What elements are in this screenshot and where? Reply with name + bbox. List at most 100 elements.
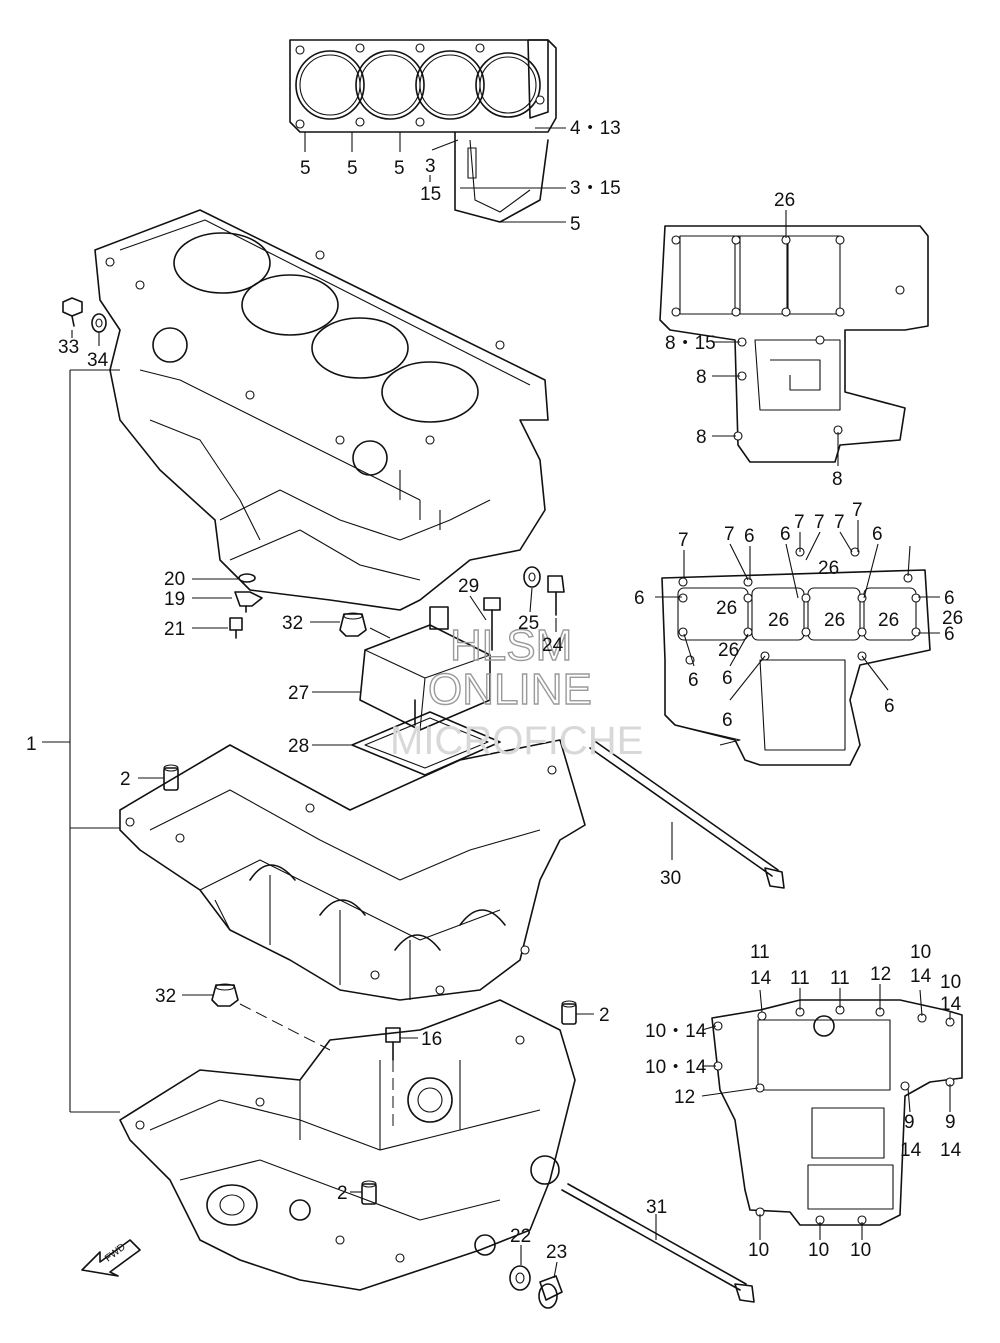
callout-7: 7: [834, 512, 845, 533]
watermark: HLSM ONLINE MICROFICHE: [390, 620, 643, 763]
callout-24: 24: [542, 635, 564, 656]
callout-21: 21: [164, 619, 185, 640]
callout-7: 7: [678, 530, 689, 551]
bolt-29: [483, 597, 501, 651]
cylinder-head-gasket-top: [289, 39, 557, 223]
callout-14: 14: [940, 1140, 962, 1161]
upper-crankcase: [94, 209, 549, 611]
bolt-21: [229, 617, 243, 639]
lower-crankcase: [119, 999, 576, 1291]
callout-26: 26: [942, 608, 963, 629]
watermark-line3: MICROFICHE: [390, 719, 643, 763]
callout-20: 20: [164, 569, 185, 590]
callout-5: 5: [300, 158, 311, 179]
callout-10-14: 10・14: [645, 1057, 707, 1078]
callout-7: 7: [794, 512, 805, 533]
callout-26: 26: [824, 610, 845, 631]
part-19: [234, 591, 263, 613]
callout-23: 23: [546, 1242, 567, 1263]
callout-32: 32: [155, 986, 176, 1007]
callout-6: 6: [872, 524, 883, 545]
lower-right-labels: 11 14 11 11 12 10 14 10 14 10・14 10・14 1…: [645, 942, 962, 1261]
callout-7: 7: [852, 500, 863, 521]
bolt-33: [62, 297, 83, 327]
dowel-2a: [163, 764, 179, 791]
callout-6: 6: [722, 710, 733, 731]
callout-6: 6: [722, 668, 733, 689]
callout-6: 6: [944, 588, 955, 609]
callout-5: 5: [394, 158, 405, 179]
watermark-line2: ONLINE: [428, 665, 592, 714]
part-20: [238, 573, 256, 583]
callout-8: 8: [696, 367, 707, 388]
callout-26: 26: [774, 190, 795, 211]
callout-25: 25: [518, 613, 539, 634]
callout-19: 19: [164, 589, 185, 610]
grommet-32b: [211, 983, 239, 1007]
stud-bolt-30: [589, 741, 785, 889]
callout-2: 2: [599, 1005, 610, 1026]
callout-labels: 5 5 5 3 15 4・13 3・15 5 33 34 1 20 19 21 …: [26, 118, 681, 1263]
callout-29: 29: [458, 576, 479, 597]
grommet-32a: [339, 612, 367, 637]
callout-33: 33: [58, 337, 79, 358]
callout-10: 10: [808, 1240, 829, 1261]
gasket-28: [351, 711, 501, 776]
callout-15: 15: [420, 184, 441, 205]
callout-12: 12: [870, 964, 891, 985]
bolt-24: [547, 575, 565, 616]
callout-14: 14: [900, 1140, 922, 1161]
dowel-2c: [361, 1180, 377, 1205]
callout-12: 12: [674, 1087, 695, 1108]
callout-2: 2: [337, 1183, 348, 1204]
callout-11: 11: [830, 968, 850, 989]
callout-8-15: 8・15: [665, 333, 716, 354]
callout-7: 7: [724, 524, 735, 545]
top-leaders: [304, 127, 566, 223]
callout-6: 6: [634, 588, 645, 609]
upper-right-leaders: [712, 210, 839, 466]
middle-crankcase: [119, 739, 586, 1001]
callout-10: 10: [748, 1240, 769, 1261]
washer-22: [509, 1265, 531, 1291]
middle-right-leaders: [655, 520, 940, 701]
watermark-line1: HLSM: [450, 621, 572, 670]
callout-14: 14: [910, 966, 932, 987]
dowel-2b: [561, 1000, 577, 1025]
callout-6: 6: [944, 624, 955, 645]
callout-6: 6: [744, 526, 755, 547]
washer-25: [523, 566, 541, 588]
callout-6: 6: [884, 696, 895, 717]
callout-26: 26: [716, 598, 737, 619]
callout-22: 22: [510, 1226, 531, 1247]
callout-8: 8: [696, 427, 707, 448]
callout-4-13: 4・13: [570, 118, 621, 139]
callout-6: 6: [780, 524, 791, 545]
callout-32: 32: [282, 613, 303, 634]
callout-11: 11: [750, 942, 770, 963]
fwd-arrow-icon: FWD: [81, 1239, 141, 1277]
callout-14: 14: [940, 994, 962, 1015]
callout-3-15: 3・15: [570, 178, 621, 199]
group-bracket-1: [42, 369, 120, 1113]
callout-10: 10: [850, 1240, 871, 1261]
callout-10: 10: [940, 972, 961, 993]
callout-5: 5: [347, 158, 358, 179]
washer-34: [91, 313, 107, 333]
callout-26: 26: [768, 610, 789, 631]
lower-right-view: [711, 999, 963, 1226]
callout-26: 26: [878, 610, 899, 631]
callout-8: 8: [832, 469, 843, 490]
callout-9: 9: [945, 1112, 956, 1133]
callout-1: 1: [26, 734, 37, 755]
callout-14: 14: [750, 968, 772, 989]
callout-3: 3: [425, 156, 436, 177]
callout-27: 27: [288, 683, 309, 704]
callout-31: 31: [646, 1197, 667, 1218]
callout-34: 34: [87, 350, 109, 371]
bolt-16: [385, 1027, 401, 1061]
callout-2: 2: [120, 769, 131, 790]
drain-plug-23: [538, 1275, 563, 1309]
stud-bolt-31: [561, 1183, 755, 1303]
